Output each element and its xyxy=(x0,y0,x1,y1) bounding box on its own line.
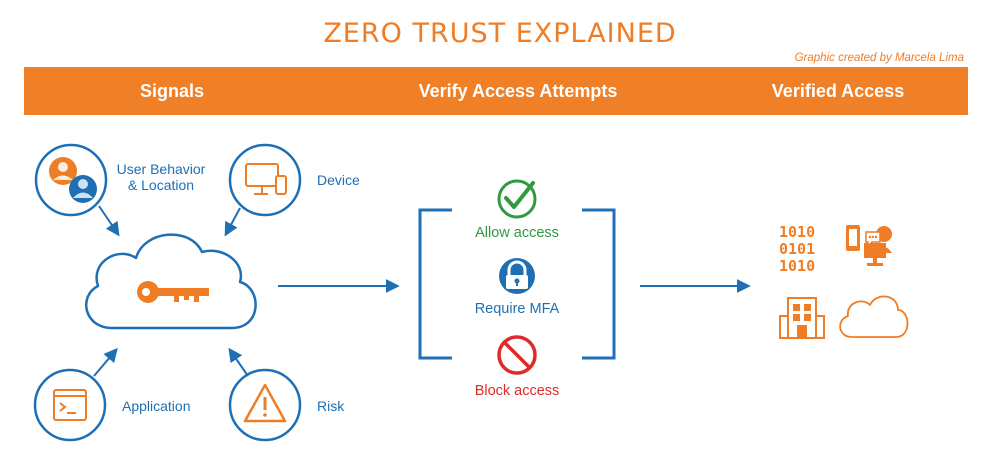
user-group-icon xyxy=(34,143,108,217)
key-icon xyxy=(137,281,209,303)
building-icon xyxy=(779,297,825,339)
signal-label-risk: Risk xyxy=(317,398,345,414)
column-heading-verify: Verify Access Attempts xyxy=(418,81,618,101)
credit-text: Graphic created by Marcela Lima xyxy=(794,52,964,64)
padlock-icon xyxy=(499,258,535,294)
signal-label-application: Application xyxy=(122,398,191,414)
remote-user-chat-icon xyxy=(846,225,892,266)
warning-triangle-icon xyxy=(228,368,302,442)
page-title: ZERO TRUST EXPLAINED xyxy=(323,18,677,49)
signal-label-device: Device xyxy=(317,172,360,188)
require-mfa-label: Require MFA xyxy=(474,301,560,317)
column-heading-verified: Verified Access xyxy=(771,81,905,101)
block-access-label: Block access xyxy=(474,383,560,399)
binary-row-1: 1010 xyxy=(779,223,815,241)
monitor-phone-icon xyxy=(228,143,302,217)
cloud-outline xyxy=(84,233,257,330)
signal-label-user: User Behavior & Location xyxy=(116,161,206,193)
allow-access-label: Allow access xyxy=(475,225,559,241)
terminal-window-icon xyxy=(33,368,107,442)
prohibited-icon xyxy=(497,335,537,375)
cloud-icon xyxy=(839,295,909,338)
check-circle-icon xyxy=(497,179,537,219)
column-heading-signals: Signals xyxy=(139,81,205,101)
binary-data-icon: 1010 0101 1010 xyxy=(779,223,815,275)
header-banner: Signals Verify Access Attempts Verified … xyxy=(24,67,968,115)
binary-row-2: 0101 xyxy=(779,240,815,258)
binary-row-3: 1010 xyxy=(779,257,815,275)
